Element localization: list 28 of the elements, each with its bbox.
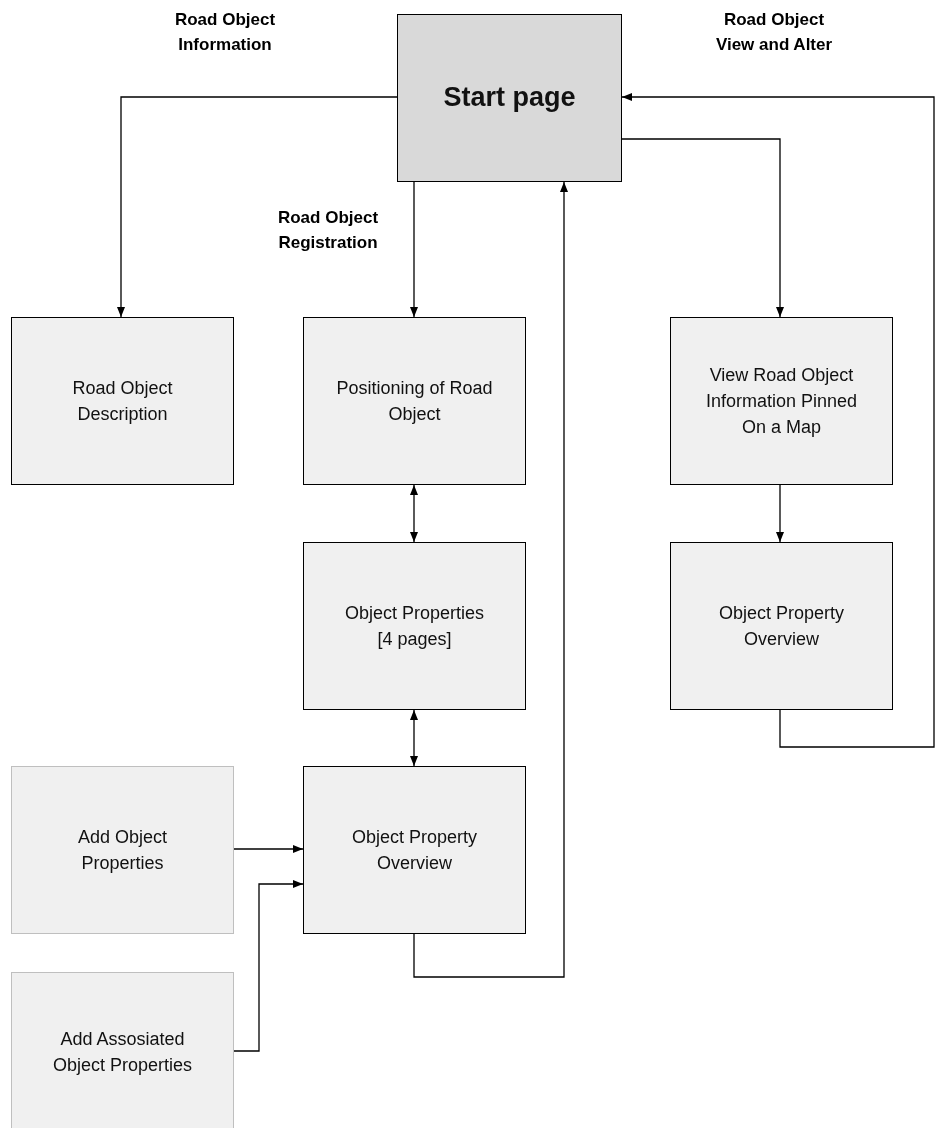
arrow [117, 96, 398, 318]
process-box [670, 317, 893, 485]
box-label: Add Assosiated Object Properties [51, 1027, 194, 1077]
arrow [413, 181, 568, 978]
process-box [11, 766, 234, 934]
process-box [670, 542, 893, 710]
arrow [410, 484, 418, 543]
arrow [410, 181, 418, 318]
arrow [410, 709, 418, 767]
arrow [621, 138, 784, 318]
start-box [397, 14, 622, 182]
box-label: Add Object Properties [76, 825, 169, 875]
process-box [11, 972, 234, 1128]
box-label: Object Property Overview [717, 601, 846, 651]
arrow [233, 845, 304, 853]
process-box [303, 766, 526, 934]
arrow [776, 484, 784, 543]
process-box [303, 542, 526, 710]
arrow [233, 880, 304, 1052]
box-label: Object Properties [4 pages] [343, 601, 486, 651]
box-label: View Road Object Information Pinned On a Map [704, 363, 859, 440]
process-box [303, 317, 526, 485]
box-label: Positioning of Road Object [335, 376, 494, 426]
arrow [621, 93, 935, 748]
box-label: Object Property Overview [350, 825, 479, 875]
process-box [11, 317, 234, 485]
box-label: Start page [443, 81, 576, 115]
box-label: Road Object Description [71, 376, 174, 426]
